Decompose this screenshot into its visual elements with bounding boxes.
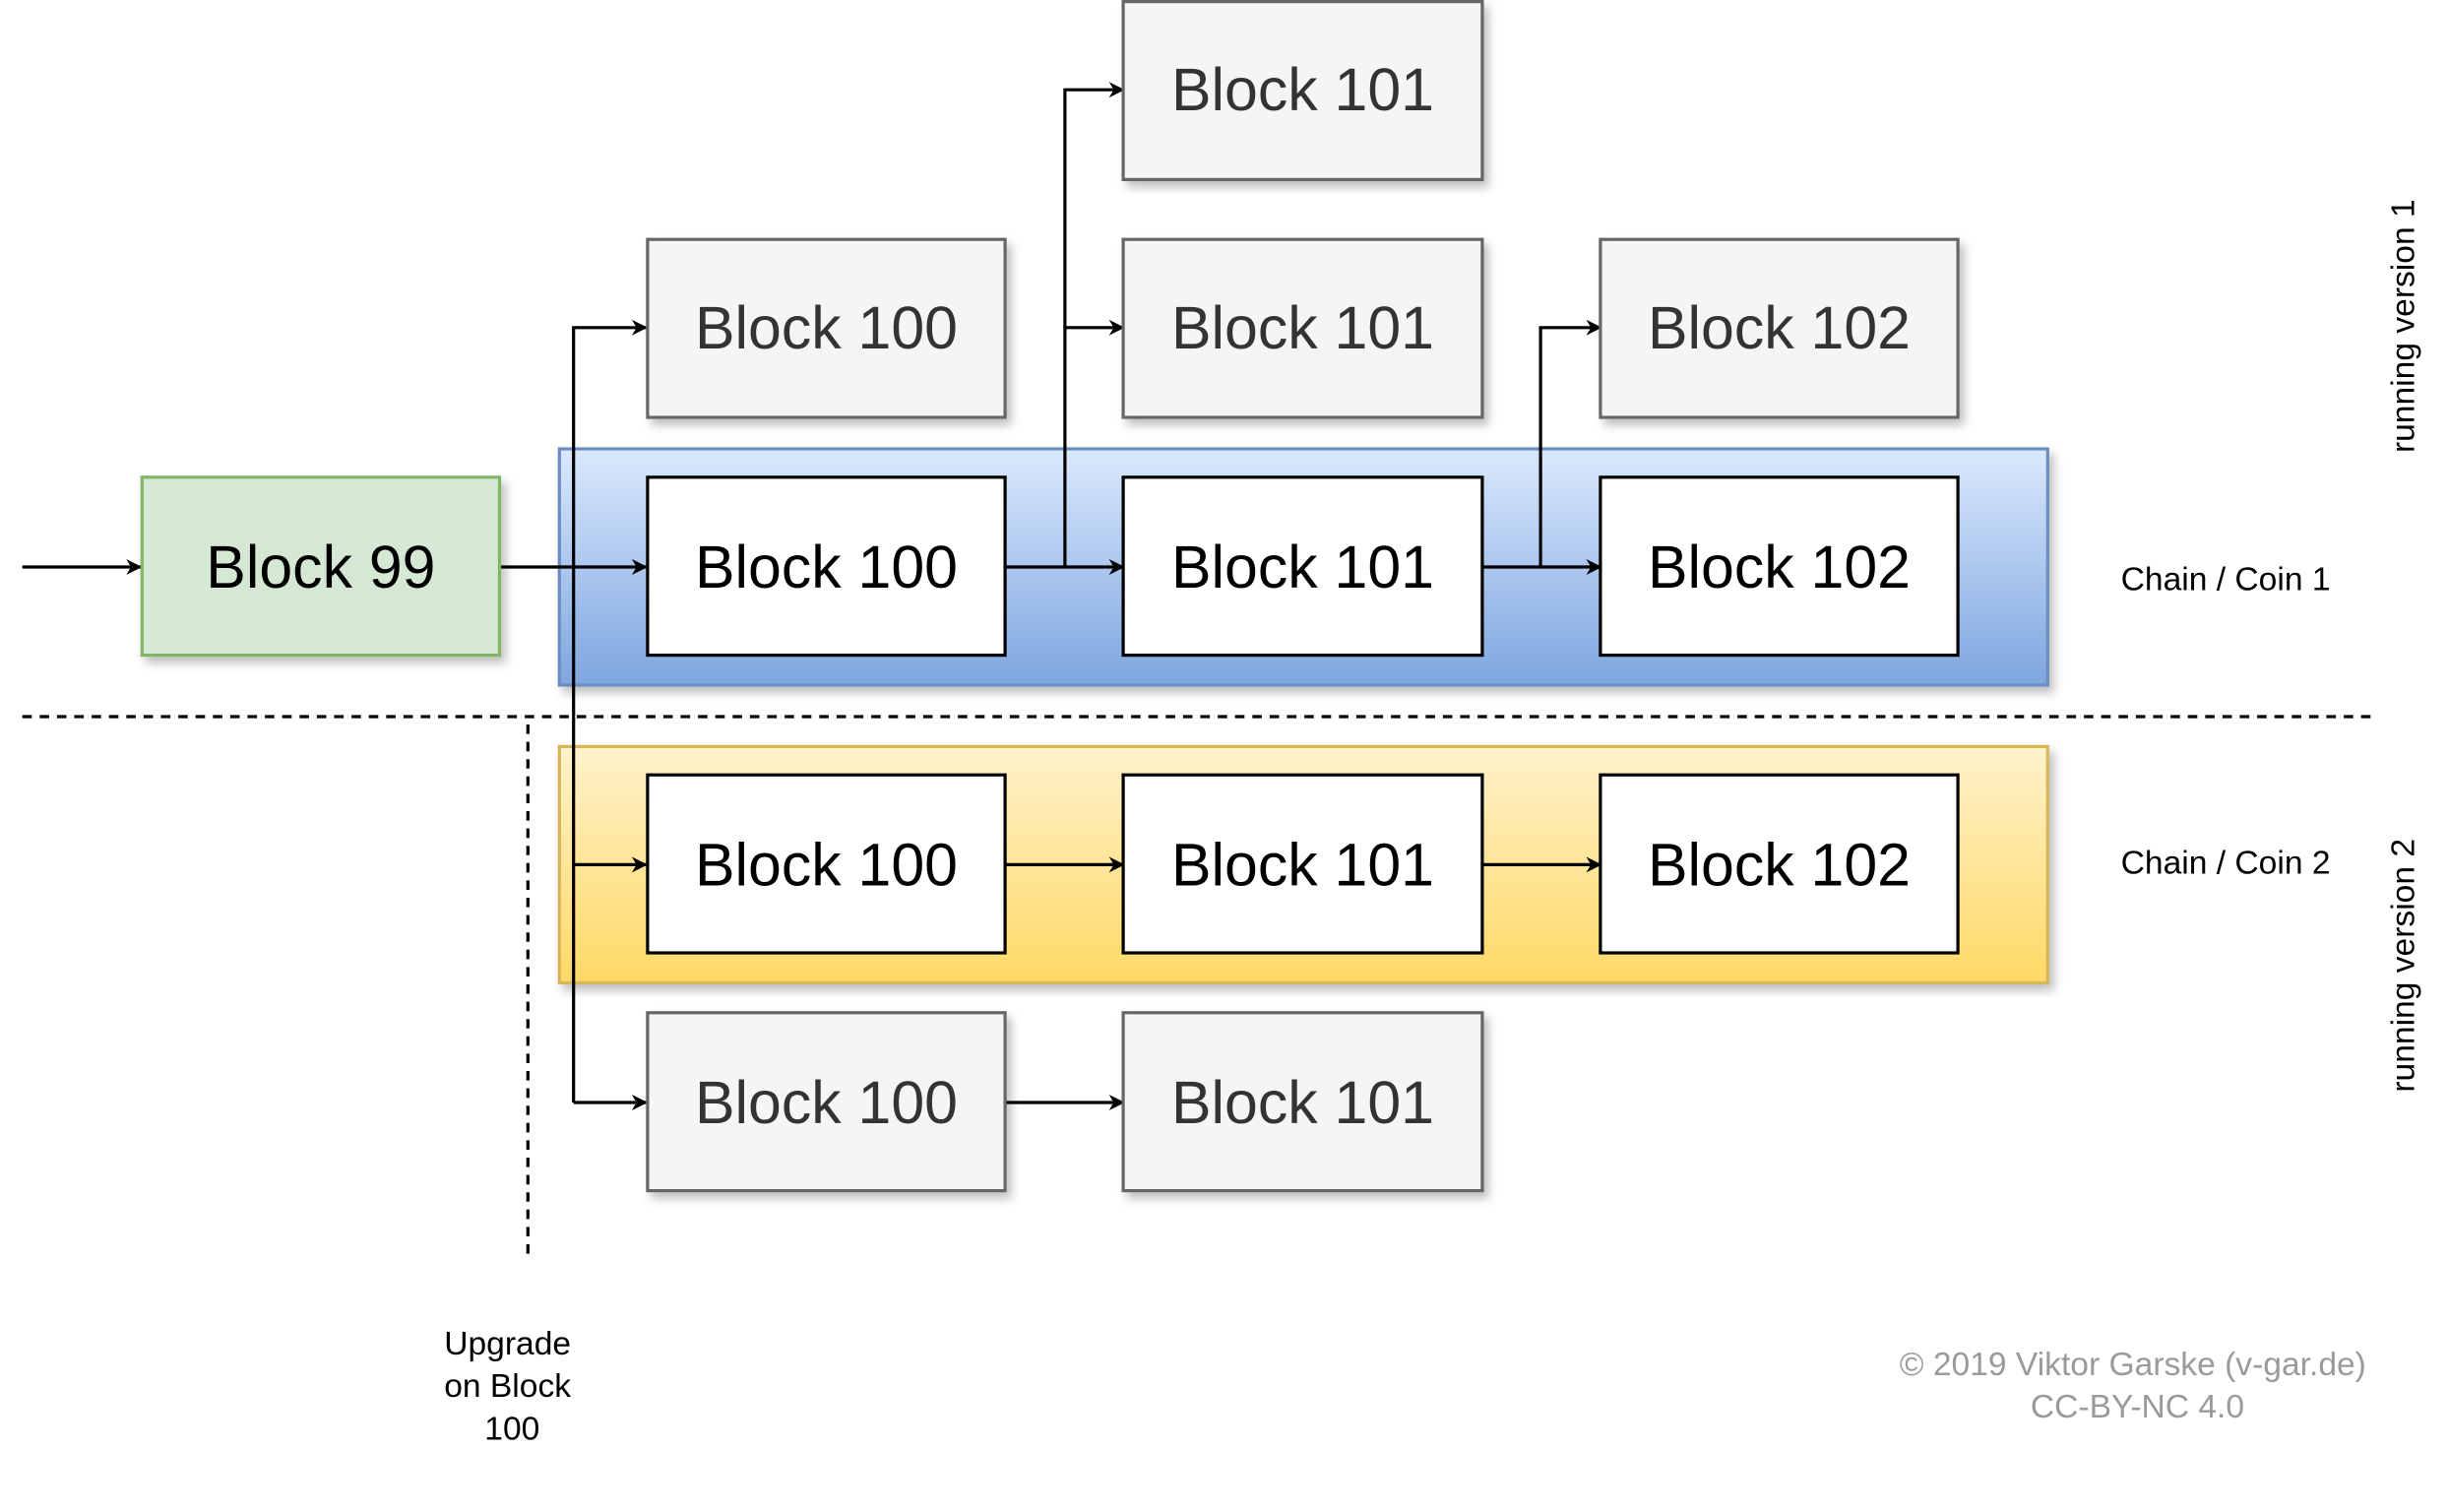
upgrade-label: Upgrade on Block 100 xyxy=(444,1326,580,1447)
svg-text:Block 102: Block 102 xyxy=(1648,534,1911,600)
credit-text: © 2019 Viktor Garske (v-gar.de) CC-BY-NC… xyxy=(1900,1347,2375,1425)
credit-line-2: CC-BY-NC 4.0 xyxy=(2031,1389,2244,1425)
svg-text:Block 101: Block 101 xyxy=(1171,534,1434,600)
svg-text:Block 101: Block 101 xyxy=(1171,294,1434,361)
v2-orphan-block-100: Block 100 xyxy=(646,1011,1007,1193)
svg-text:Block 102: Block 102 xyxy=(1648,294,1911,361)
v1-orphan-block-101-top: Block 101 xyxy=(1121,0,1484,181)
v1-orphan-block-102: Block 102 xyxy=(1599,237,1960,419)
upgrade-label-line-2: on Block xyxy=(444,1368,571,1405)
credit-line-1: © 2019 Viktor Garske (v-gar.de) xyxy=(1900,1347,2366,1383)
upgrade-label-line-1: Upgrade xyxy=(444,1326,571,1362)
v1-block-100: Block 100 xyxy=(646,475,1007,658)
chain-1-label: Chain / Coin 1 xyxy=(2121,561,2331,598)
svg-text:Block 100: Block 100 xyxy=(695,294,958,361)
connectors xyxy=(22,82,1602,1110)
version-1-label: running version 1 xyxy=(2385,199,2421,453)
v1-block-102: Block 102 xyxy=(1599,475,1960,658)
v1-orphan-block-101: Block 101 xyxy=(1121,237,1484,419)
arrow-99-to-v1-orphan-100 xyxy=(572,319,648,567)
upgrade-label-line-3: 100 xyxy=(484,1411,539,1447)
svg-text:Block 100: Block 100 xyxy=(695,534,958,600)
version-2-label: running version 2 xyxy=(2385,839,2421,1093)
svg-text:Block 101: Block 101 xyxy=(1171,831,1434,898)
svg-text:Block 100: Block 100 xyxy=(695,1069,958,1136)
v2-block-102: Block 102 xyxy=(1599,773,1960,955)
svg-text:Block 99: Block 99 xyxy=(206,534,435,600)
block-99: Block 99 xyxy=(140,475,502,658)
svg-text:Block 100: Block 100 xyxy=(695,831,958,898)
svg-text:Block 101: Block 101 xyxy=(1171,56,1434,123)
svg-text:Block 101: Block 101 xyxy=(1171,1069,1434,1136)
v2-block-101: Block 101 xyxy=(1121,773,1484,955)
svg-text:Block 102: Block 102 xyxy=(1648,831,1911,898)
arrow-v1-101-to-orphan-102 xyxy=(1538,319,1602,567)
arrow-v1-100-to-orphan-top-101 xyxy=(1063,82,1125,328)
v1-block-101: Block 101 xyxy=(1121,475,1484,658)
chain-2-label: Chain / Coin 2 xyxy=(2121,845,2331,881)
v2-block-100: Block 100 xyxy=(646,773,1007,955)
v1-orphan-block-100: Block 100 xyxy=(646,237,1007,419)
v2-orphan-block-101: Block 101 xyxy=(1121,1011,1484,1193)
